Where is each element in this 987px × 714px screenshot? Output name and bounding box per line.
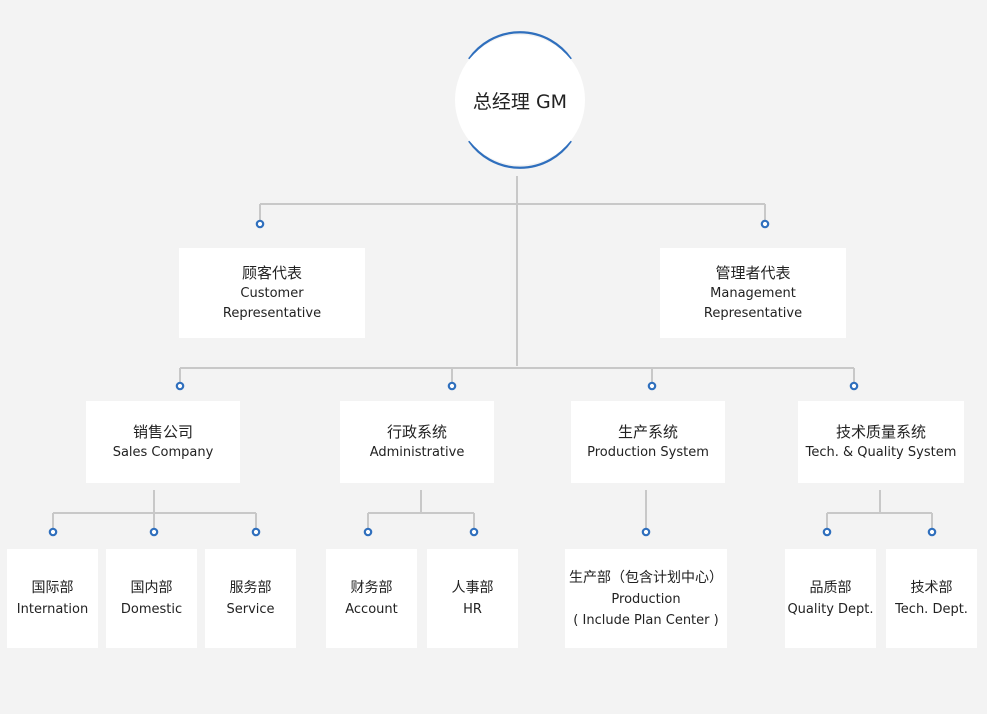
service-dept-node[interactable]: 服务部 Service (205, 549, 296, 648)
domestic-dept-node[interactable]: 国内部 Domestic (106, 549, 197, 648)
international-dept-node[interactable]: 国际部 Internation (7, 549, 98, 648)
tech-dept-zh: 技术部 (910, 580, 953, 596)
management-rep-zh: 管理者代表 (715, 264, 791, 282)
production-system-zh: 生产系统 (617, 423, 678, 441)
tech-quality-system-en: Tech. & Quality System (805, 445, 957, 460)
tech-quality-system-zh: 技术质量系统 (835, 423, 926, 441)
connector-dot (363, 527, 373, 537)
connector-dot (48, 527, 58, 537)
administrative-node[interactable]: 行政系统 Administrative (340, 401, 494, 483)
quality-dept-node[interactable]: 品质部 Quality Dept. (785, 549, 876, 648)
general-manager-label: 总经理 GM (472, 90, 568, 113)
production-dept-node[interactable]: 生产部（包含计划中心） Production ( Include Plan Ce… (565, 549, 727, 648)
tech-dept-en: Tech. Dept. (895, 602, 968, 617)
connector-dot (647, 381, 657, 391)
sales-company-zh: 销售公司 (132, 423, 193, 441)
hr-dept-node[interactable]: 人事部 HR (427, 549, 518, 648)
international-dept-zh: 国际部 (31, 580, 74, 596)
customer-rep-en1: Customer (240, 286, 304, 301)
production-dept-zh: 生产部（包含计划中心） (569, 569, 723, 586)
connector-dot (255, 219, 265, 229)
connector-dot (822, 527, 832, 537)
account-dept-zh: 财务部 (350, 580, 393, 596)
domestic-dept-en: Domestic (120, 602, 183, 617)
management-rep-en2: Representative (703, 306, 803, 321)
connector-dot (849, 381, 859, 391)
connector-dot (927, 527, 937, 537)
connector-dot (175, 381, 185, 391)
hr-dept-zh: 人事部 (451, 580, 494, 596)
administrative-en: Administrative (369, 445, 465, 460)
production-system-node[interactable]: 生产系统 Production System (571, 401, 725, 483)
tech-dept-node[interactable]: 技术部 Tech. Dept. (886, 549, 977, 648)
sales-company-en: Sales Company (112, 445, 214, 460)
customer-representative-node[interactable]: 顾客代表 Customer Representative (179, 248, 365, 338)
production-system-en: Production System (587, 445, 709, 460)
production-dept-en: Production (611, 591, 681, 607)
service-dept-en: Service (226, 602, 275, 617)
production-dept-en2: ( Include Plan Center ) (573, 612, 719, 628)
management-rep-en1: Management (710, 286, 796, 301)
tech-quality-system-node[interactable]: 技术质量系统 Tech. & Quality System (798, 401, 964, 483)
customer-rep-en2: Representative (222, 306, 322, 321)
quality-dept-zh: 品质部 (809, 580, 852, 596)
connector-dot (149, 527, 159, 537)
domestic-dept-zh: 国内部 (130, 580, 173, 596)
account-dept-en: Account (345, 602, 398, 617)
management-representative-node[interactable]: 管理者代表 Management Representative (660, 248, 846, 338)
connector-dot (447, 381, 457, 391)
connector-dot (251, 527, 261, 537)
quality-dept-en: Quality Dept. (787, 602, 874, 617)
general-manager-node[interactable]: 总经理 GM (455, 35, 585, 165)
connector-dot (641, 527, 651, 537)
account-dept-node[interactable]: 财务部 Account (326, 549, 417, 648)
hr-dept-en: HR (463, 602, 482, 617)
connector-dot (760, 219, 770, 229)
customer-rep-zh: 顾客代表 (241, 264, 302, 282)
international-dept-en: Internation (16, 602, 89, 617)
administrative-zh: 行政系统 (386, 423, 447, 441)
service-dept-zh: 服务部 (229, 580, 272, 596)
connector-dot (469, 527, 479, 537)
sales-company-node[interactable]: 销售公司 Sales Company (86, 401, 240, 483)
